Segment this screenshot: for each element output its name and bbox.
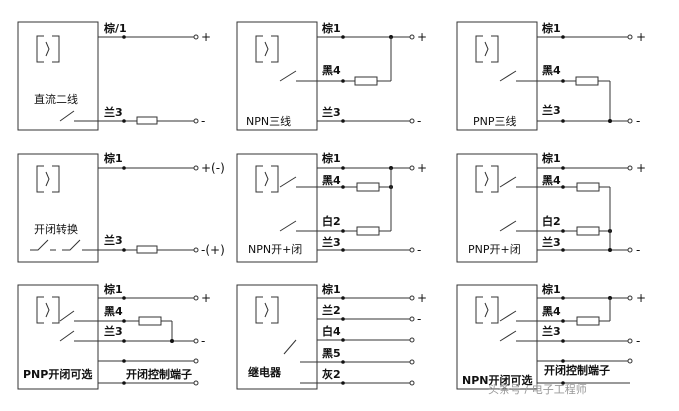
terminal-label: - [201, 334, 205, 348]
sensor-box [456, 153, 538, 263]
wire-label: 白2 [542, 214, 561, 228]
control-terminal-label: 开闭控制端子 [126, 367, 192, 381]
wire-label: 棕1 [321, 21, 341, 35]
terminal-label: + [417, 30, 427, 44]
sensor-box [456, 284, 538, 390]
sensor-box [236, 21, 318, 131]
wire-label: 白4 [322, 324, 341, 338]
wire-label: 棕1 [103, 282, 123, 296]
panel-pnp-three-wire: PNP三线 棕1 + 黑4 兰3 - [456, 21, 646, 131]
wire-label: 黑4 [322, 174, 341, 187]
control-terminal-label: 开闭控制端子 [544, 363, 610, 377]
wire-label: 兰3 [542, 324, 561, 338]
sensor-symbol-icon [255, 296, 279, 324]
wire-label: 兰3 [104, 105, 123, 119]
panel-pnp-selectable: PNP开闭可选 棕1 + 黑4 兰3 - 开闭控制端子 [17, 282, 211, 390]
terminal-label: - [417, 114, 421, 128]
wire-label: 兰3 [542, 235, 561, 249]
wire-label: 黑4 [542, 64, 561, 77]
wire-label: 棕1 [541, 282, 561, 296]
wire-label: 兰3 [104, 324, 123, 338]
wire-label: 黑4 [104, 305, 123, 318]
wire-label: 棕1 [541, 151, 561, 165]
panel-npn-three-wire: NPN三线 棕1 + 黑4 兰3 - [236, 21, 427, 131]
terminal-label: - [417, 312, 421, 326]
terminal-label: + [636, 161, 646, 175]
sensor-symbol-icon [475, 296, 499, 324]
wire-label: 棕1 [321, 151, 341, 165]
panel-title: NPN三线 [246, 114, 291, 128]
wire-label: 黑4 [542, 305, 561, 318]
panel-title: 继电器 [248, 365, 282, 379]
terminal-label: - [417, 243, 421, 257]
wire-label: 黑5 [322, 347, 341, 360]
terminal-label: + [417, 291, 427, 305]
terminal-label: + [636, 30, 646, 44]
terminal-label: - [636, 334, 640, 348]
panel-nonc-switch: 开闭转换 棕1 +(-) 兰3 -(+) [17, 151, 225, 263]
sensor-box [236, 153, 318, 263]
sensor-box [17, 284, 99, 390]
watermark: 头条号 / 电子工程师 [488, 382, 587, 396]
panel-title: NPN开闭可选 [462, 373, 532, 387]
terminal-label: + [201, 30, 211, 44]
wire-label: 黑4 [322, 64, 341, 77]
panel-title: PNP开闭可选 [23, 367, 92, 381]
sensor-box [236, 284, 318, 390]
terminal-label: + [636, 291, 646, 305]
panel-title: NPN开+闭 [248, 243, 302, 256]
wire-label: 棕1 [541, 21, 561, 35]
wire-label: 白2 [322, 214, 341, 228]
panel-title: 开闭转换 [34, 222, 78, 236]
sensor-symbol-icon [36, 165, 60, 193]
wire-label: 兰2 [322, 303, 341, 317]
panel-pnp-no-nc: PNP开+闭 棕1 + 黑4 白2 兰3 - [456, 151, 646, 263]
wire-label: 棕1 [321, 282, 341, 296]
sensor-symbol-icon [36, 35, 60, 63]
terminal-label: - [636, 114, 640, 128]
wire-label: 兰3 [104, 233, 123, 247]
terminal-label: + [417, 161, 427, 175]
terminal-label: - [201, 114, 205, 128]
terminal-label: + [201, 291, 211, 305]
panel-dc-two-wire: 直流二线 棕/1 + 兰3 - [17, 21, 211, 131]
panel-title: 直流二线 [34, 92, 78, 106]
wire-label: 灰2 [322, 367, 341, 381]
wire-label: 棕/1 [103, 21, 127, 35]
wire-label: 兰3 [322, 105, 341, 119]
wire-label: 黑4 [542, 174, 561, 187]
sensor-box [456, 21, 538, 131]
sensor-symbol-icon [36, 296, 60, 324]
sensor-box [17, 21, 99, 131]
panel-npn-no-nc: NPN开+闭 棕1 + 黑4 白2 兰3 - [236, 151, 427, 263]
panel-title: PNP开+闭 [468, 243, 521, 256]
sensor-symbol-icon [475, 35, 499, 63]
terminal-label: +(-) [201, 161, 225, 175]
terminal-label: -(+) [201, 243, 225, 257]
panel-title: PNP三线 [473, 114, 517, 128]
panel-relay: 继电器 棕1 + 兰2 - 白4 黑5 灰2 [236, 282, 427, 390]
terminal-label: - [636, 243, 640, 257]
sensor-symbol-icon [255, 35, 279, 63]
wire-label: 兰3 [542, 103, 561, 117]
sensor-box [17, 153, 99, 263]
wire-label: 棕1 [103, 151, 123, 165]
panel-npn-selectable: NPN开闭可选 棕1 + 黑4 兰3 - 开闭控制端子 [456, 282, 646, 390]
sensor-symbol-icon [255, 165, 279, 193]
sensor-symbol-icon [475, 165, 499, 193]
wire-label: 兰3 [322, 235, 341, 249]
